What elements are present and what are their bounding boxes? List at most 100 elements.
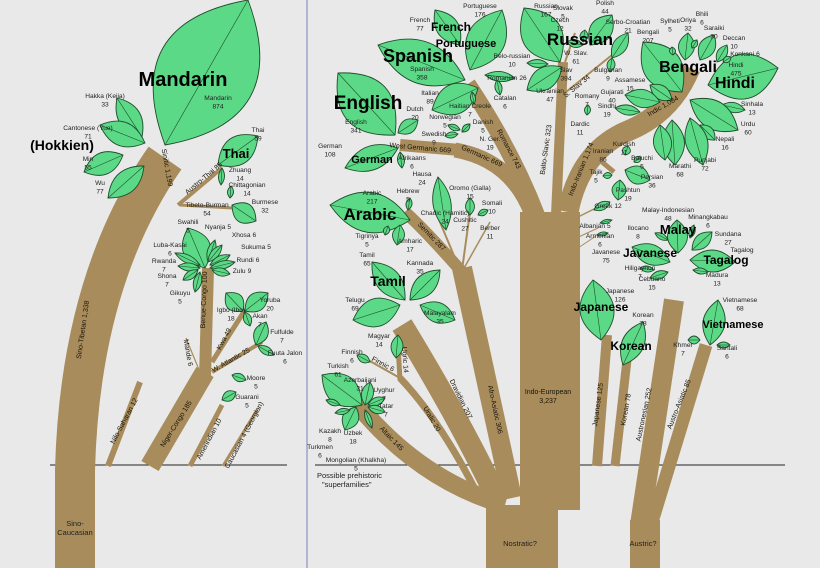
branch-indo-iranian (557, 63, 700, 215)
speaker-count: 18 (349, 439, 357, 446)
language-name: Swahili (178, 219, 199, 226)
family-branch-label: Uralic 20 (421, 406, 441, 434)
branches (55, 32, 713, 568)
speaker-count: 6 (283, 359, 287, 366)
speaker-count: 14 (243, 191, 251, 198)
language-name: Chadic (Hamitic) (421, 210, 470, 217)
branch-s-slav (565, 54, 613, 93)
speaker-count: 7 (382, 396, 386, 403)
speaker-count: 167 (540, 12, 551, 19)
language-name: Bengali (637, 29, 660, 36)
branch-armenian (571, 235, 597, 253)
speaker-count: 7 (258, 322, 262, 329)
leaf-icon (383, 225, 390, 236)
speaker-count: 15 (466, 194, 474, 201)
language-name: Ilocano (627, 225, 649, 232)
nostratic-label: Nostratic? (503, 539, 537, 548)
branch-berber (462, 221, 491, 271)
language-label: Uzbek 18 (344, 430, 363, 446)
speaker-count: 5 (561, 14, 565, 21)
speaker-count: 68 (736, 306, 744, 313)
featured-language-label: Hindi (715, 75, 755, 92)
leaf-icon (364, 409, 373, 429)
speaker-count: 40 (608, 98, 616, 105)
language-name: Armenian (586, 233, 615, 240)
leaf-icon (447, 123, 461, 132)
speaker-count: 78 (639, 321, 647, 328)
speaker-count: 9 (432, 140, 436, 147)
speaker-count: 26 (519, 75, 527, 82)
speaker-count: 7 (165, 282, 169, 289)
language-name: Madura (706, 272, 729, 279)
speaker-count: 5 (406, 197, 410, 204)
featured-language-label: Thai (223, 146, 250, 161)
language-name: Luba-Kasai (153, 242, 187, 249)
speaker-count: 5 (607, 223, 611, 230)
leaf-icon (722, 55, 732, 64)
language-name: Sukuma (241, 244, 266, 251)
speaker-count: 6 (503, 104, 507, 111)
featured-language-label: French (431, 20, 471, 34)
leaf-icon (397, 151, 405, 169)
speaker-count: 6 (253, 232, 257, 239)
language-name: Japanese (606, 288, 635, 295)
featured-language-label: Spanish (383, 46, 453, 66)
speaker-count: 5 (640, 164, 644, 171)
speaker-count: 6 (168, 251, 172, 258)
leaf-icon (588, 14, 614, 46)
leaf-icon (697, 34, 717, 61)
speaker-count: 54 (203, 211, 211, 218)
branch-albanian (571, 227, 599, 241)
speaker-count: 35 (436, 319, 444, 326)
speaker-count: 7 (681, 351, 685, 358)
language-name: Tigrinya (355, 233, 379, 240)
leaf-icon (192, 271, 203, 293)
language-name: N. Ger. (480, 136, 501, 143)
leaf-icon (390, 334, 404, 359)
leaf-icon (614, 104, 641, 116)
language-name: Greek (594, 203, 613, 210)
leaf-icon (217, 134, 259, 167)
language-name: Malay-Indonesian (642, 207, 694, 214)
language-name: Uzbek (344, 430, 363, 437)
language-name: Marathi (669, 163, 692, 170)
language-label: W. Slav.61 (564, 50, 588, 66)
language-name: Korean (632, 312, 654, 319)
featured-language-label: Arabic (344, 205, 397, 224)
branch-kwa (209, 308, 248, 364)
language-name: Santali (717, 345, 738, 352)
language-name: Turkmen (307, 444, 333, 451)
speaker-count: 7 (638, 274, 642, 281)
indo-european-label-2: 3,237 (539, 398, 557, 405)
branch-uralic (397, 375, 482, 497)
language-name: Sindhi (598, 103, 617, 110)
language-name: German (318, 143, 342, 150)
speaker-count: 30 (710, 34, 718, 41)
language-name: Finnish (341, 349, 363, 356)
language-name: Fuuta Jalon (268, 350, 303, 357)
language-name: Bhili (696, 11, 709, 18)
leaf-icon (360, 381, 375, 406)
